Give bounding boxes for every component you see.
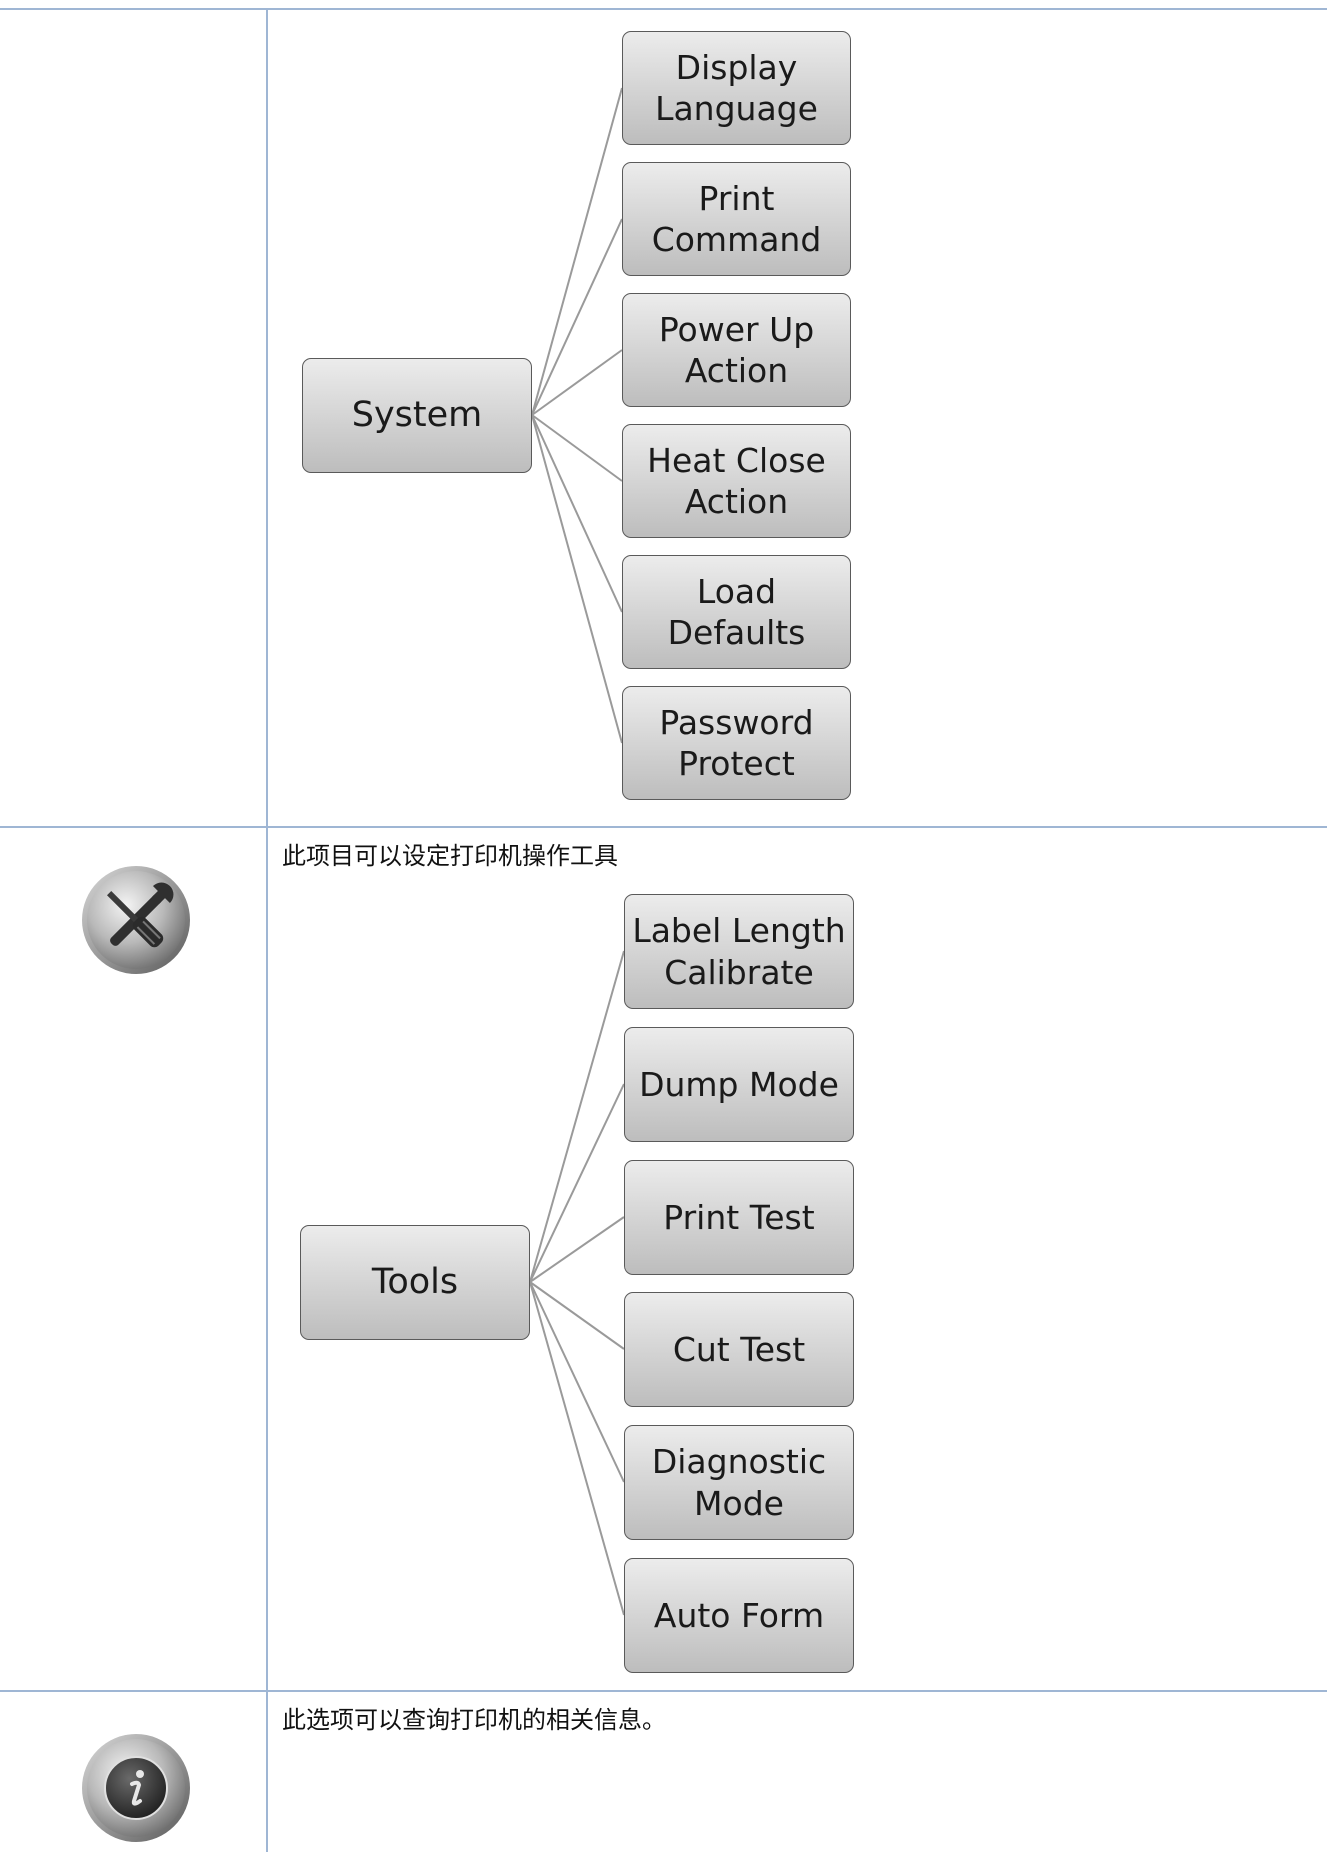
system-child-power-up-action: Power Up Action (622, 293, 851, 407)
system-child-print-command: Print Command (622, 162, 851, 276)
tools-child-diagnostic-mode: Diagnostic Mode (624, 1425, 854, 1540)
tools-child-cut-test: Cut Test (624, 1292, 854, 1407)
information-description: 此选项可以查询打印机的相关信息。 (282, 1706, 666, 1734)
tools-child-auto-form: Auto Form (624, 1558, 854, 1673)
system-node: System (302, 358, 532, 473)
table-row-divider (0, 826, 1327, 828)
tools-icon (80, 864, 192, 976)
tools-child-print-test: Print Test (624, 1160, 854, 1275)
tools-child-label-length-calibrate: Label Length Calibrate (624, 894, 854, 1009)
tools-node: Tools (300, 1225, 530, 1340)
table-row-divider (0, 1690, 1327, 1692)
system-child-load-defaults: Load Defaults (622, 555, 851, 669)
tools-description: 此项目可以设定打印机操作工具 (282, 842, 618, 870)
system-child-password-protect: Password Protect (622, 686, 851, 800)
system-child-heat-close-action: Heat Close Action (622, 424, 851, 538)
info-icon (80, 1732, 192, 1844)
table-border-top (0, 8, 1327, 10)
table-column-divider (266, 8, 268, 1852)
tools-child-dump-mode: Dump Mode (624, 1027, 854, 1142)
system-child-display-language: Display Language (622, 31, 851, 145)
